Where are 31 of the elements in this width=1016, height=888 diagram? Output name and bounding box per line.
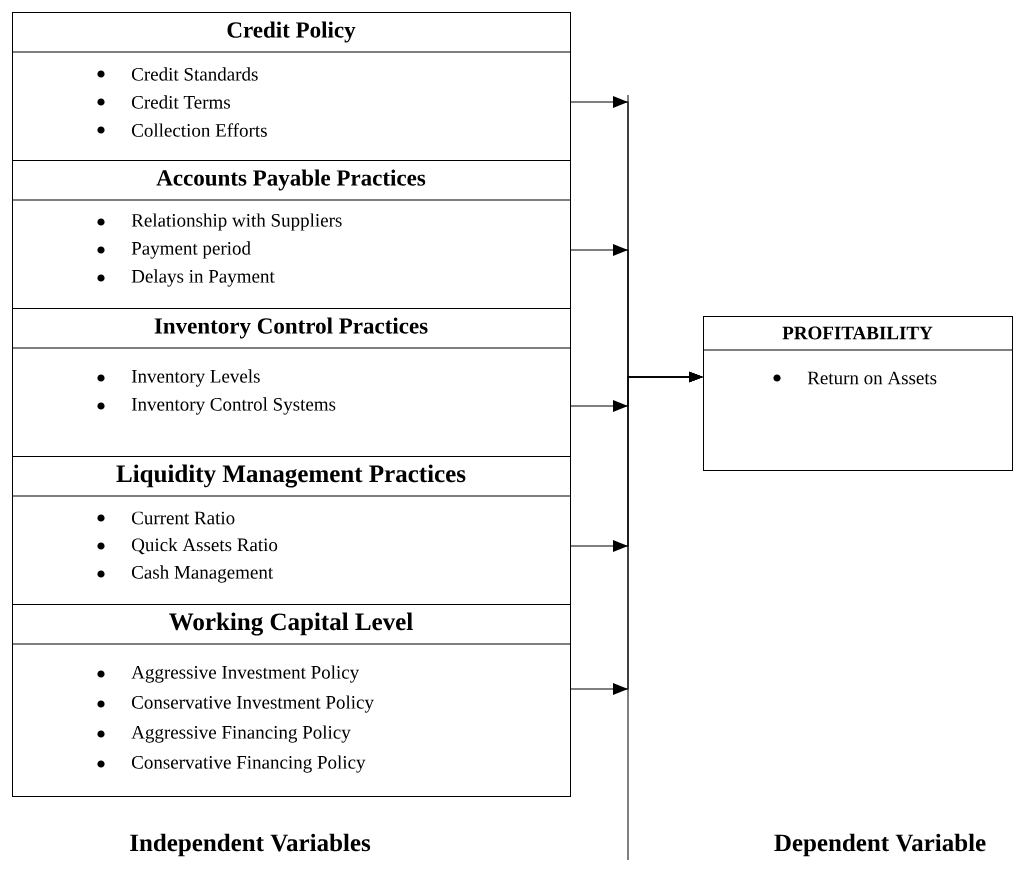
box-heading: Inventory Control Practices (154, 317, 428, 339)
variable-box (702, 316, 1013, 471)
variable-box (11, 456, 571, 605)
bullet-item: Inventory Levels (131, 369, 260, 387)
box-heading: Liquidity Management Practices (116, 464, 466, 488)
bullet-item: Inventory Control Systems (131, 397, 336, 415)
box-heading: PROFITABILITY (782, 326, 933, 340)
axis-caption: Dependent Variable (774, 833, 986, 857)
variable-box (11, 604, 571, 797)
bullet-item: Relationship with Suppliers (131, 213, 342, 231)
variable-box (11, 160, 571, 309)
bullet-item: Quick Assets Ratio (132, 537, 278, 555)
bullet-item: Payment period (131, 241, 251, 259)
box-heading: Credit Policy (227, 21, 356, 43)
bullet-item: Conservative Financing Policy (132, 755, 366, 773)
bullet-item: Collection Efforts (132, 123, 267, 137)
box-heading: Accounts Payable Practices (156, 169, 426, 191)
bullet-item: Return on Assets (807, 371, 937, 385)
bullet-item: Delays in Payment (131, 269, 275, 287)
bullet-item: Conservative Investment Policy (132, 695, 374, 713)
bullet-item: Credit Terms (132, 95, 230, 109)
variable-box (11, 308, 571, 457)
bullet-item: Aggressive Financing Policy (131, 725, 351, 743)
arrow (570, 372, 703, 695)
bullet-item: Aggressive Investment Policy (131, 665, 360, 683)
bullet-item: Cash Management (132, 565, 274, 583)
bullet-item: Current Ratio (132, 511, 235, 525)
bullet-item: Credit Standards (132, 67, 258, 81)
axis-caption: Independent Variables (130, 833, 371, 857)
variable-box (11, 12, 571, 161)
box-heading: Working Capital Level (169, 612, 413, 636)
